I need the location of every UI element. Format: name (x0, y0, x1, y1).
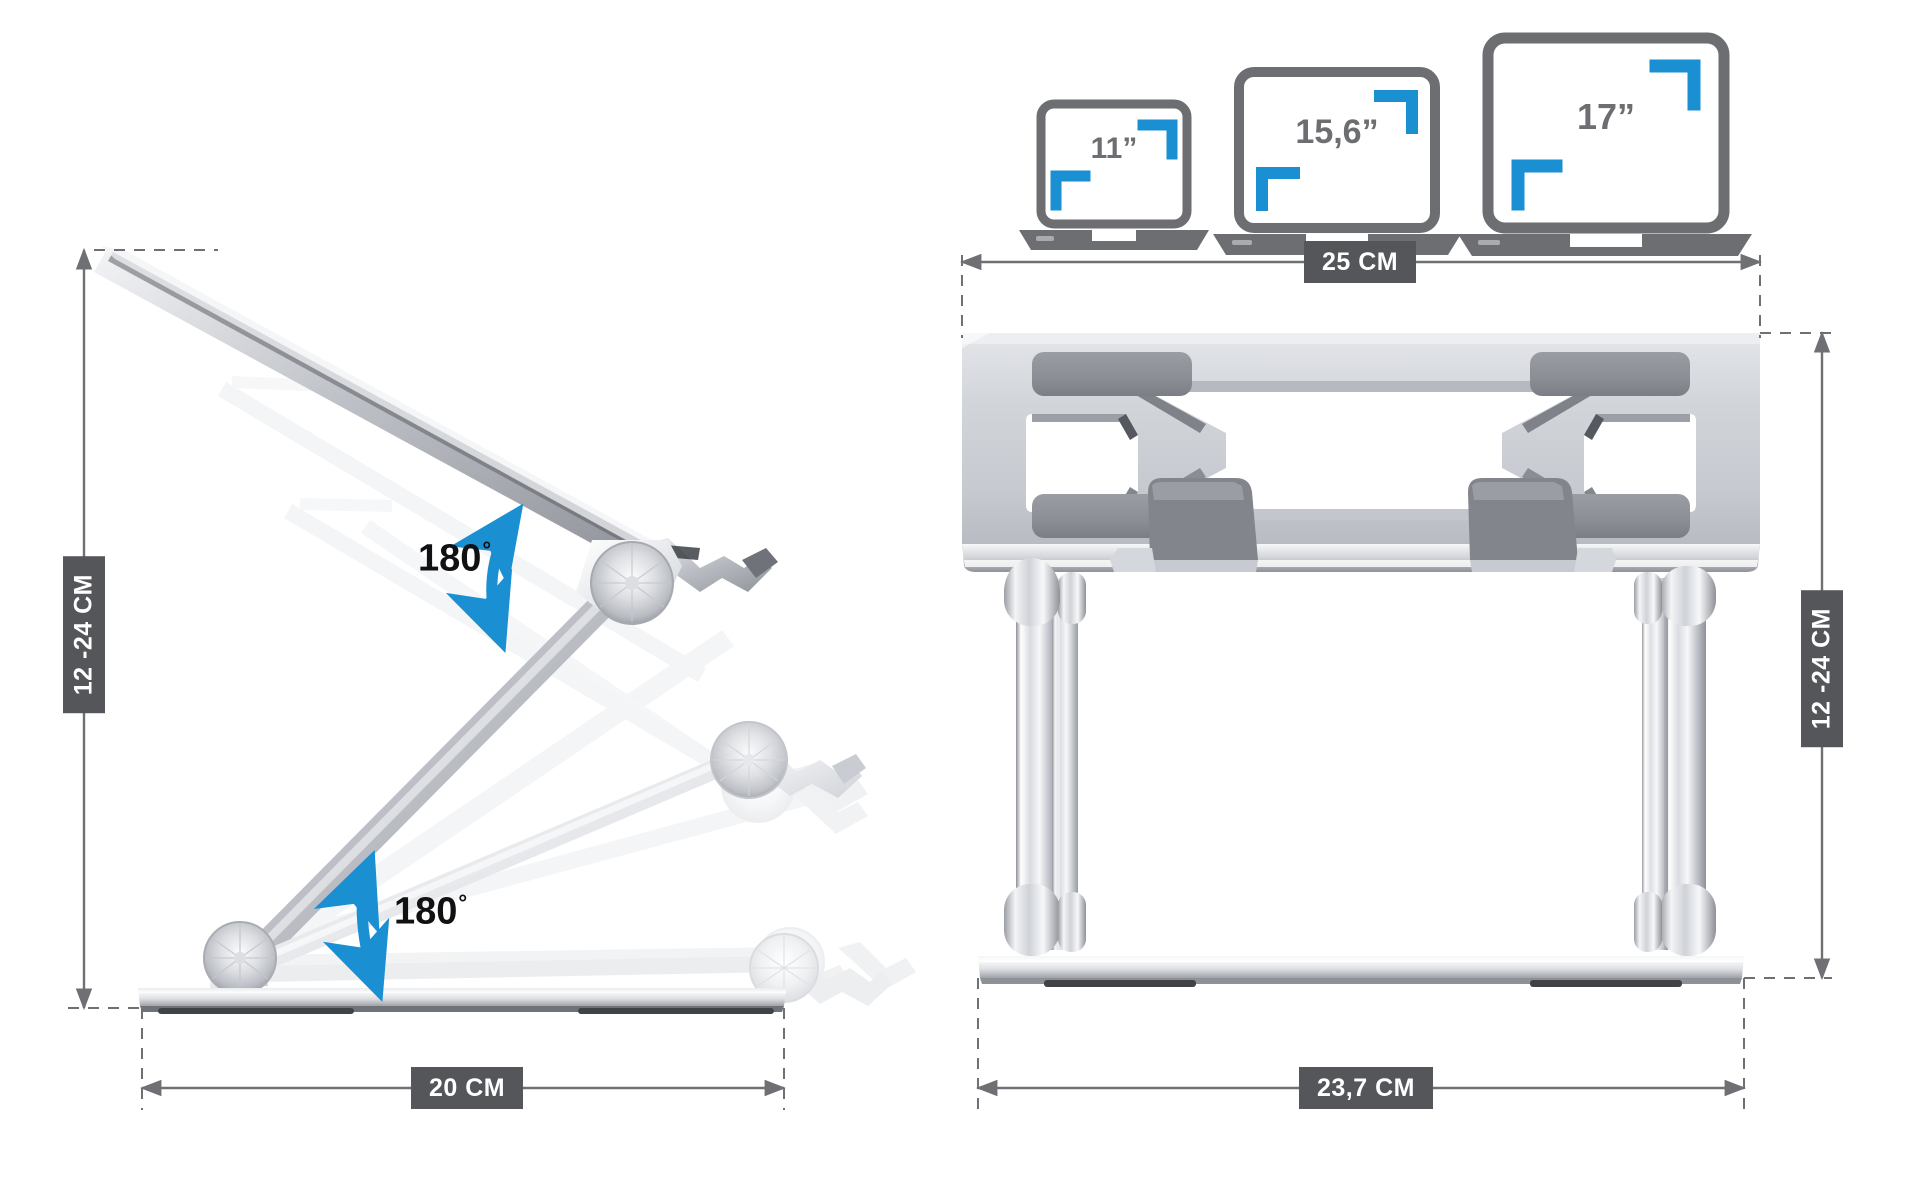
laptop-label-15-6: 15,6” (1295, 113, 1379, 151)
laptop-icon-11 (1019, 99, 1209, 250)
angle-label-top: 180° (418, 537, 491, 581)
front-view-structure (962, 333, 1760, 987)
pad-top-left (1032, 352, 1192, 396)
laptop-label-11: 11” (1090, 132, 1138, 165)
angle-value-top: 180 (418, 537, 482, 580)
laptop-icon-15-6 (1213, 67, 1461, 255)
laptop-label-17: 17” (1576, 96, 1636, 137)
degree-symbol-base: ° (458, 890, 468, 915)
low-hinge-knob (749, 933, 819, 1003)
angle-arc-top (445, 503, 524, 654)
angle-label-base: 180° (394, 890, 467, 934)
dim-label-side-height: 12 -24 CM (63, 556, 105, 714)
leg-right (1634, 566, 1716, 956)
dim-label-side-depth: 20 CM (411, 1067, 524, 1109)
degree-symbol-top: ° (482, 537, 492, 562)
mid-hinge-knob (710, 721, 788, 799)
dim-label-front-height: 12 -24 CM (1801, 590, 1843, 748)
angle-arc-base (313, 850, 390, 1003)
dim-label-front-base-width: 23,7 CM (1299, 1067, 1433, 1109)
angle-value-base: 180 (394, 890, 458, 933)
pad-top-right (1530, 352, 1690, 396)
top-hinge-knob (590, 541, 674, 625)
dim-label-front-width: 25 CM (1304, 241, 1417, 283)
front-hook-right (1468, 478, 1578, 572)
base-hinge-knob (203, 921, 277, 995)
leg-left (1004, 558, 1086, 956)
laptop-icon-17 (1458, 32, 1752, 256)
front-hook-left (1148, 478, 1258, 572)
